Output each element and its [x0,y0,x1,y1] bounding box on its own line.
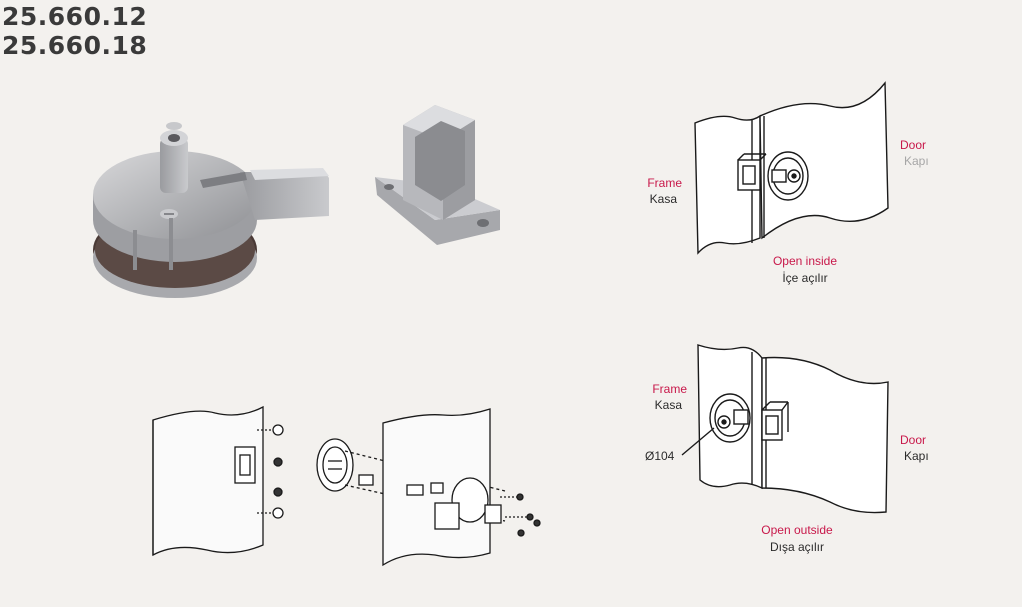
product-code-2: 25.660.18 [2,31,148,60]
frame-label-tr-bottom: Kasa [654,398,682,412]
product-code-1: 25.660.12 [2,2,148,31]
frame-label-bottom: Frame [652,382,687,396]
frame-label-tr-top: Kasa [649,192,677,206]
door-label-bottom: Door [900,433,927,447]
door-label-tr-bottom: Kapı [904,449,929,463]
open-outside-label-tr: Dışa açılır [769,540,824,554]
strike-plate-image [375,105,500,245]
open-inside-label: Open inside [772,254,838,268]
lock-body-image [93,122,329,298]
door-diagram-open-inside [694,81,889,255]
door-label-tr-top: Kapı [904,154,929,168]
frame-label-top: Frame [647,176,682,190]
installation-diagram [152,405,541,567]
open-outside-label: Open outside [761,523,833,537]
door-label-top: Door [900,138,927,152]
open-inside-label-tr: İçe açılır [782,271,828,285]
product-codes: 25.660.12 25.660.18 [2,2,147,60]
door-diagram-open-outside [681,344,889,514]
diameter-label: Ø104 [645,449,675,463]
